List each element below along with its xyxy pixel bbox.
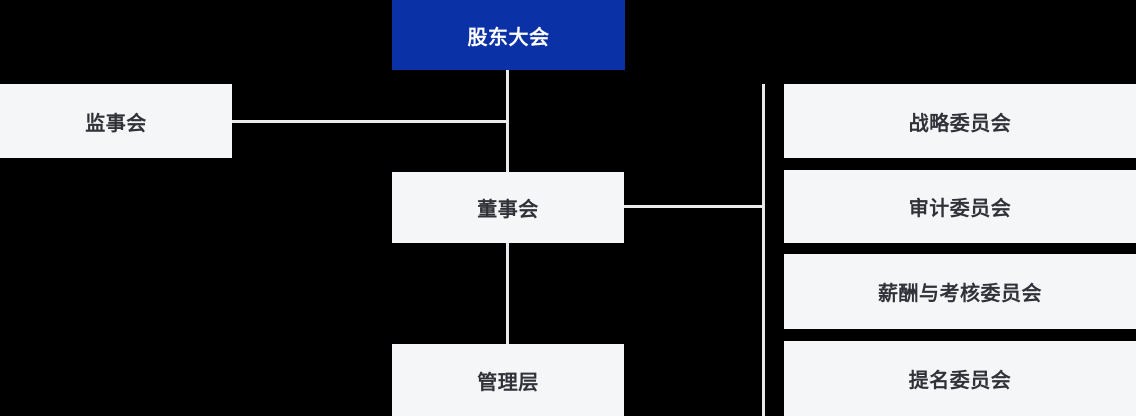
- node-board-of-directors-label: 董事会: [477, 199, 539, 221]
- node-management-label: 管理层: [477, 371, 539, 394]
- node-committee-audit: 审计委员会: [784, 170, 1136, 243]
- connector-shareholders-to-board-line: [506, 70, 509, 172]
- connector-board-to-committees-line: [624, 205, 762, 208]
- node-committee-nomination: 提名委员会: [784, 341, 1136, 416]
- node-committee-audit-label: 审计委员会: [908, 198, 1012, 220]
- node-supervisory-board-label: 监事会: [85, 112, 147, 135]
- connector-supervisory-line: [232, 120, 506, 123]
- node-committee-strategy: 战略委员会: [784, 84, 1136, 158]
- node-board-of-directors: 董事会: [392, 172, 624, 243]
- node-supervisory-board: 监事会: [0, 84, 232, 158]
- node-committee-nomination-label: 提名委员会: [908, 370, 1012, 392]
- node-committee-strategy-label: 战略委员会: [908, 112, 1012, 135]
- node-shareholders-meeting: 股东大会: [392, 0, 625, 70]
- node-committee-remuneration-assessment-label: 薪酬与考核委员会: [878, 283, 1042, 305]
- node-management: 管理层: [392, 344, 624, 416]
- node-shareholders-meeting-label: 股东大会: [467, 26, 550, 49]
- node-committee-remuneration-assessment: 薪酬与考核委员会: [784, 254, 1136, 329]
- connector-board-to-management-line: [506, 243, 509, 344]
- committees-trunk-line: [762, 84, 765, 416]
